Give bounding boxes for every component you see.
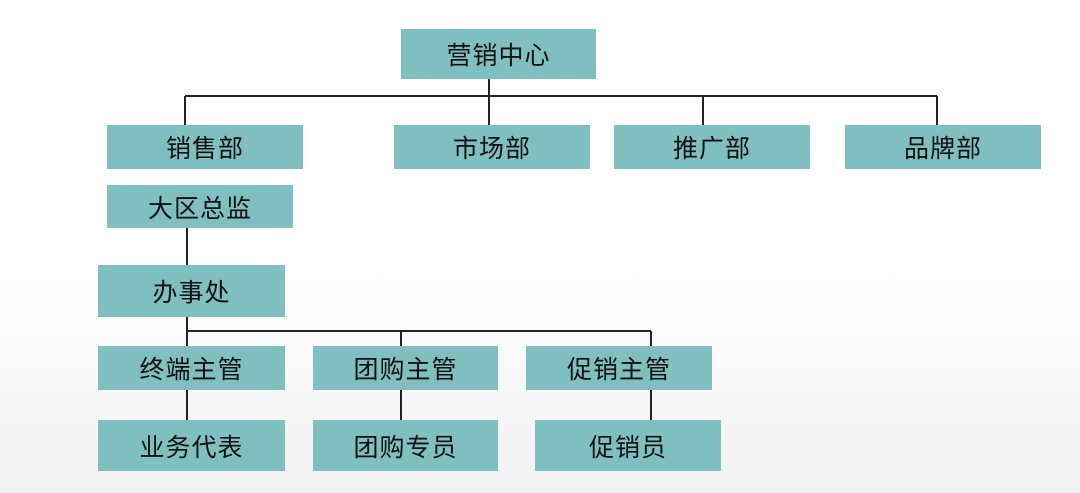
node-group-buy-manager: 团购主管: [313, 346, 498, 390]
node-brand-dept: 品牌部: [845, 125, 1041, 169]
node-promoter: 促销员: [535, 420, 721, 471]
node-office: 办事处: [98, 265, 285, 317]
node-sales-dept: 销售部: [107, 125, 303, 169]
node-region-director: 大区总监: [107, 185, 293, 228]
node-terminal-manager: 终端主管: [98, 346, 285, 390]
node-promotion-dept: 推广部: [614, 125, 810, 169]
node-group-buy-specialist: 团购专员: [313, 420, 498, 471]
node-promo-manager: 促销主管: [526, 346, 712, 390]
node-market-dept: 市场部: [394, 125, 590, 169]
node-marketing-center: 营销中心: [401, 29, 596, 79]
node-sales-rep: 业务代表: [98, 420, 285, 471]
